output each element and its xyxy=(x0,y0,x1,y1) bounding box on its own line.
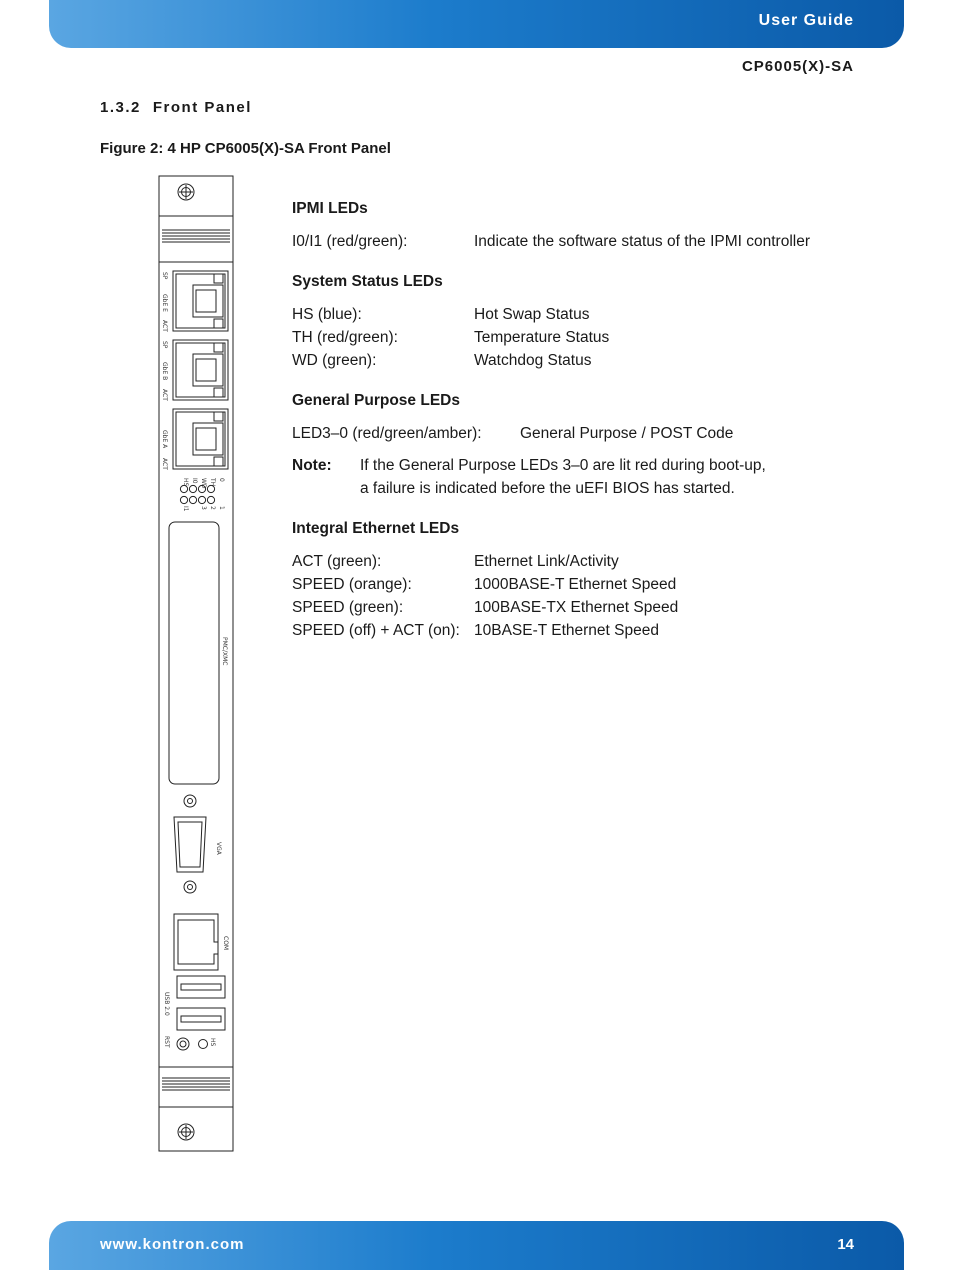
vga-connector-icon xyxy=(173,794,207,894)
led-label-i0: I0 xyxy=(191,478,198,484)
bottom-screw-icon xyxy=(177,1123,195,1141)
label-sp-b: SP xyxy=(161,341,168,349)
ethernet-port-b-icon xyxy=(172,339,229,401)
ethernet-port-e-icon xyxy=(172,270,229,332)
led-label-i1: I1 xyxy=(182,506,189,512)
general-purpose-note: Note: If the General Purpose LEDs 3–0 ar… xyxy=(292,454,892,500)
product-name: CP6005(X)-SA xyxy=(741,58,854,75)
system-status-heading: System Status LEDs xyxy=(292,273,443,290)
row-key: SPEED (off) + ACT (on): xyxy=(292,622,460,639)
label-act-a: ACT xyxy=(161,458,168,470)
pmc-xmc-slot-icon xyxy=(168,521,220,785)
reset-button-icon xyxy=(176,1037,190,1051)
general-purpose-row: LED3–0 (red/green/amber): General Purpos… xyxy=(292,422,892,445)
com-port-icon xyxy=(173,913,219,971)
row-value: Ethernet Link/Activity xyxy=(474,553,619,570)
row-key: I0/I1 (red/green): xyxy=(292,233,408,250)
label-usb: USB 2.0 xyxy=(163,992,170,1016)
row-value: Hot Swap Status xyxy=(474,306,590,323)
panel-outline xyxy=(158,175,234,1152)
section-title: Front Panel xyxy=(152,99,252,116)
section-number: 1.3.2 xyxy=(100,99,141,116)
led-label-3: 3 xyxy=(200,506,207,510)
ethernet-row: SPEED (green): 100BASE-TX Ethernet Speed xyxy=(292,596,892,619)
front-panel-svg: SP GbE E ACT SP GbE B ACT GbE A ACT TH W… xyxy=(158,175,234,1152)
hs-led-icon xyxy=(198,1039,208,1049)
ipmi-heading: IPMI LEDs xyxy=(292,200,368,217)
ethernet-row: SPEED (orange): 1000BASE-T Ethernet Spee… xyxy=(292,573,892,596)
ethernet-port-a-icon xyxy=(172,408,229,470)
label-com: COM xyxy=(222,936,229,950)
row-value: 10BASE-T Ethernet Speed xyxy=(474,622,659,639)
ethernet-row: SPEED (off) + ACT (on): 10BASE-T Etherne… xyxy=(292,619,892,642)
usb-ports-icon xyxy=(176,975,226,1031)
label-act-b: ACT xyxy=(161,389,168,401)
row-value: Watchdog Status xyxy=(474,352,592,369)
ipmi-row: I0/I1 (red/green): Indicate the software… xyxy=(292,230,892,253)
led-label-wd: WD xyxy=(200,478,207,489)
label-gbe-b: GbE B xyxy=(161,362,168,380)
system-status-row: TH (red/green): Temperature Status xyxy=(292,326,892,349)
figure-caption: Figure 2: 4 HP CP6005(X)-SA Front Panel xyxy=(100,140,391,157)
status-leds-icon xyxy=(179,484,216,505)
row-key: SPEED (green): xyxy=(292,599,404,616)
label-act-e: ACT xyxy=(161,320,168,332)
row-key: HS (blue): xyxy=(292,306,362,323)
label-gbe-a: GbE A xyxy=(161,430,168,449)
row-key: ACT (green): xyxy=(292,553,382,570)
row-value: 100BASE-TX Ethernet Speed xyxy=(474,599,679,616)
led-label-hs: HS xyxy=(182,478,189,487)
row-value: 1000BASE-T Ethernet Speed xyxy=(474,576,677,593)
row-value: Indicate the software status of the IPMI… xyxy=(474,233,810,250)
label-pmc-xmc: PMC/XMC xyxy=(221,637,228,665)
note-line: a failure is indicated before the uEFI B… xyxy=(360,480,735,497)
top-screw-icon xyxy=(177,183,195,201)
system-status-row: HS (blue): Hot Swap Status xyxy=(292,303,892,326)
row-key: SPEED (orange): xyxy=(292,576,412,593)
page-number: 14 xyxy=(837,1236,854,1253)
led-descriptions: IPMI LEDs I0/I1 (red/green): Indicate th… xyxy=(292,198,892,642)
label-hs: HS xyxy=(209,1038,216,1047)
row-value: General Purpose / POST Code xyxy=(520,425,734,442)
led-label-1: 1 xyxy=(218,506,225,510)
ethernet-row: ACT (green): Ethernet Link/Activity xyxy=(292,550,892,573)
footer-bar: www.kontron.com 14 xyxy=(49,1221,904,1270)
note-line: If the General Purpose LEDs 3–0 are lit … xyxy=(360,457,766,474)
label-vga: VGA xyxy=(215,842,222,856)
row-key: WD (green): xyxy=(292,352,377,369)
header-title: User Guide xyxy=(758,12,854,29)
label-gbe-e: GbE E xyxy=(161,294,168,312)
header-bar: User Guide xyxy=(49,0,904,48)
label-sp-e: SP xyxy=(161,272,168,280)
led-label-2: 2 xyxy=(209,506,216,510)
row-key: TH (red/green): xyxy=(292,329,398,346)
bottom-grip-lines xyxy=(162,1077,230,1091)
row-value: Temperature Status xyxy=(474,329,610,346)
ethernet-heading: Integral Ethernet LEDs xyxy=(292,520,460,537)
label-rst: RST xyxy=(163,1036,170,1048)
general-purpose-heading: General Purpose LEDs xyxy=(292,392,460,409)
led-label-th: TH xyxy=(209,477,216,486)
row-key: LED3–0 (red/green/amber): xyxy=(292,425,482,442)
led-label-0: 0 xyxy=(218,478,225,482)
front-panel-drawing: SP GbE E ACT SP GbE B ACT GbE A ACT TH W… xyxy=(150,172,250,1157)
note-label: Note: xyxy=(292,457,332,474)
section-heading: 1.3.2 Front Panel xyxy=(100,99,252,116)
footer-website-link[interactable]: www.kontron.com xyxy=(100,1236,245,1253)
top-grip-lines xyxy=(162,229,230,243)
system-status-row: WD (green): Watchdog Status xyxy=(292,349,892,372)
